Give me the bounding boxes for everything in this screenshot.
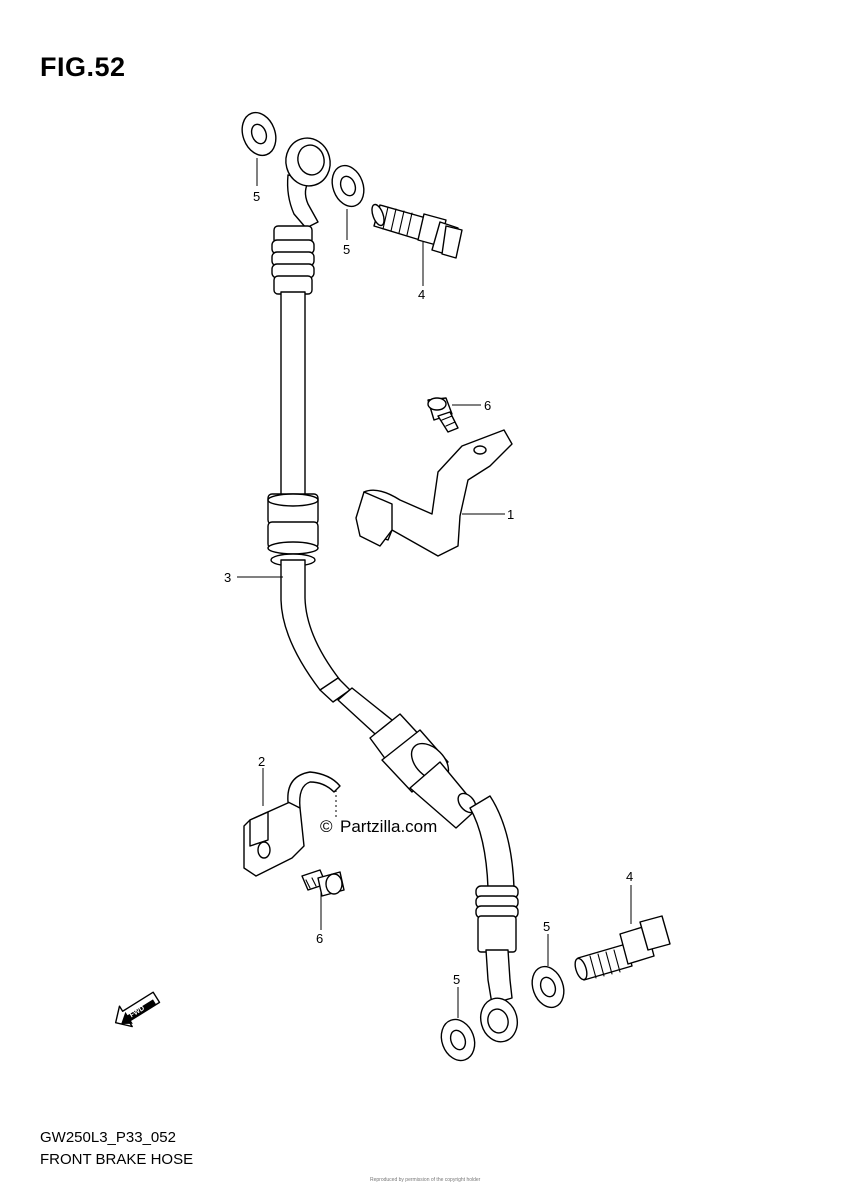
callout-5-bottom-left: 5 xyxy=(453,972,460,987)
callout-5-bottom-right: 5 xyxy=(543,919,550,934)
fine-print: Reproduced by permission of the copyrigh… xyxy=(370,1177,481,1183)
model-code: GW250L3_P33_052 xyxy=(40,1129,176,1146)
figure-title: FIG.52 xyxy=(40,52,126,82)
callout-5-top-right: 5 xyxy=(343,242,350,257)
union-bolt-top[interactable] xyxy=(370,203,463,259)
callout-4-bottom: 4 xyxy=(626,869,633,884)
callout-3: 3 xyxy=(224,570,231,585)
union-bolt-bottom[interactable] xyxy=(573,915,671,981)
assembly-name: FRONT BRAKE HOSE xyxy=(40,1151,194,1168)
washer-bottom-right[interactable] xyxy=(527,962,570,1012)
partzilla-watermark: © Partzilla.com xyxy=(320,817,437,836)
banjo-fitting-bottom[interactable] xyxy=(476,994,522,1046)
callout-1: 1 xyxy=(507,507,514,522)
washer-top-left[interactable] xyxy=(236,108,281,160)
watermark-symbol: © xyxy=(320,817,333,836)
leader-lines xyxy=(237,158,632,1018)
washer-bottom-left[interactable] xyxy=(436,1015,480,1065)
callout-4-top: 4 xyxy=(418,287,425,302)
bolt-bottom[interactable] xyxy=(301,869,345,897)
fwd-arrow-icon: FWD xyxy=(114,991,161,1028)
brake-hose-lower[interactable] xyxy=(469,795,519,1005)
callout-2: 2 xyxy=(258,754,265,769)
callout-5-top-left: 5 xyxy=(253,189,260,204)
bracket[interactable] xyxy=(355,429,513,557)
clamp[interactable] xyxy=(243,771,341,877)
watermark-text: Partzilla.com xyxy=(340,817,437,836)
callout-6-bottom: 6 xyxy=(316,931,323,946)
brake-hose-curve[interactable] xyxy=(280,559,479,829)
bolt-top[interactable] xyxy=(427,397,459,433)
washer-top-right[interactable] xyxy=(327,161,370,211)
banjo-fitting-top[interactable] xyxy=(281,133,336,229)
brake-hose-upper[interactable] xyxy=(267,225,319,567)
callout-6-top: 6 xyxy=(484,398,491,413)
